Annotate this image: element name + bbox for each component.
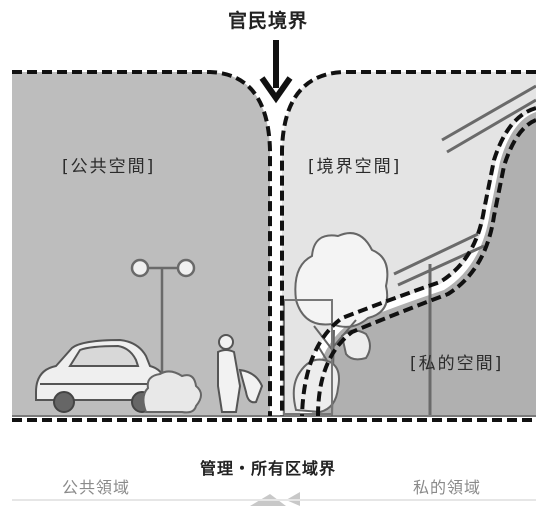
boundary-space-area (282, 72, 536, 416)
public-domain-label: 公共領域 (62, 478, 131, 497)
management-boundary-label: 管理・所有区域界 (199, 459, 336, 478)
private-space-label: [私的空間] (410, 354, 504, 374)
shrub-drawing (142, 370, 202, 414)
private-space-inner-outline (316, 118, 536, 417)
bush-drawing (292, 329, 371, 414)
street-lamp-drawing (130, 258, 196, 412)
official-boundary-label: 官民境界 (227, 10, 308, 32)
public-space-label: [公共空間] (62, 157, 156, 177)
private-space-outline (300, 106, 536, 417)
public-space-outline (12, 70, 272, 416)
boundary-space-outline (280, 70, 536, 416)
boundary-space-label: [境界空間] (308, 157, 402, 177)
down-arrow-icon (259, 40, 293, 104)
pedestrian-drawing (217, 334, 264, 413)
private-domain-label: 私的領域 (413, 478, 482, 497)
car-drawing (35, 338, 169, 413)
public-space-area (12, 72, 270, 416)
house-roof-lines (393, 84, 536, 416)
